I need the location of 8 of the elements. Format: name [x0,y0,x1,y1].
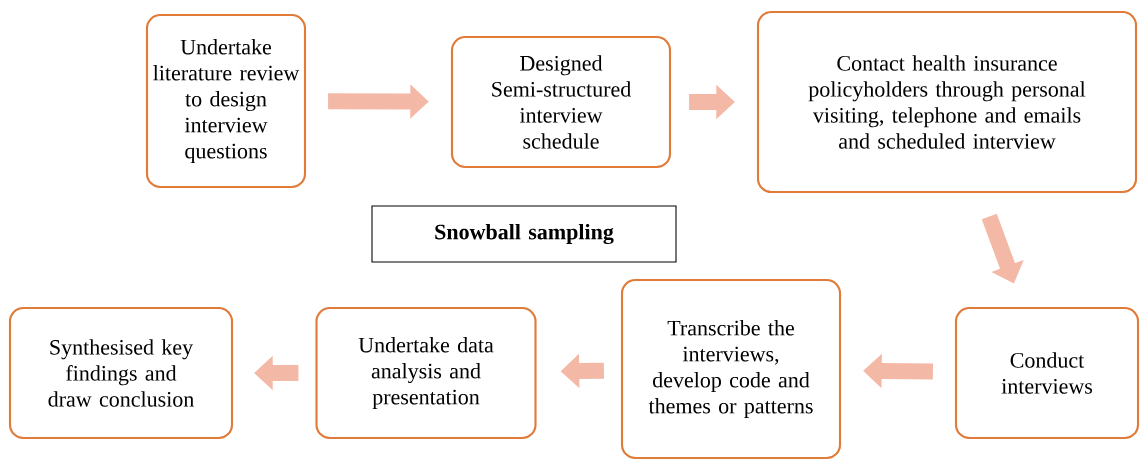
process-box: Undertake data analysis and presentation [315,306,537,440]
process-box: Transcribe the interviews, develop code and themes or patterns [620,278,842,460]
process-box: Conduct interviews [954,306,1140,440]
heading-box: Snowball sampling [371,205,677,263]
process-box: Designed Semi-structured interview schedule [450,35,672,169]
process-box: Synthesised key findings and draw conclusion [8,306,234,440]
process-box: Undertake literature review to design interview questions [145,13,307,189]
process-box: Contact health insurance policyholders through personal visiting, telephone and emails and scheduled interview [756,10,1138,194]
